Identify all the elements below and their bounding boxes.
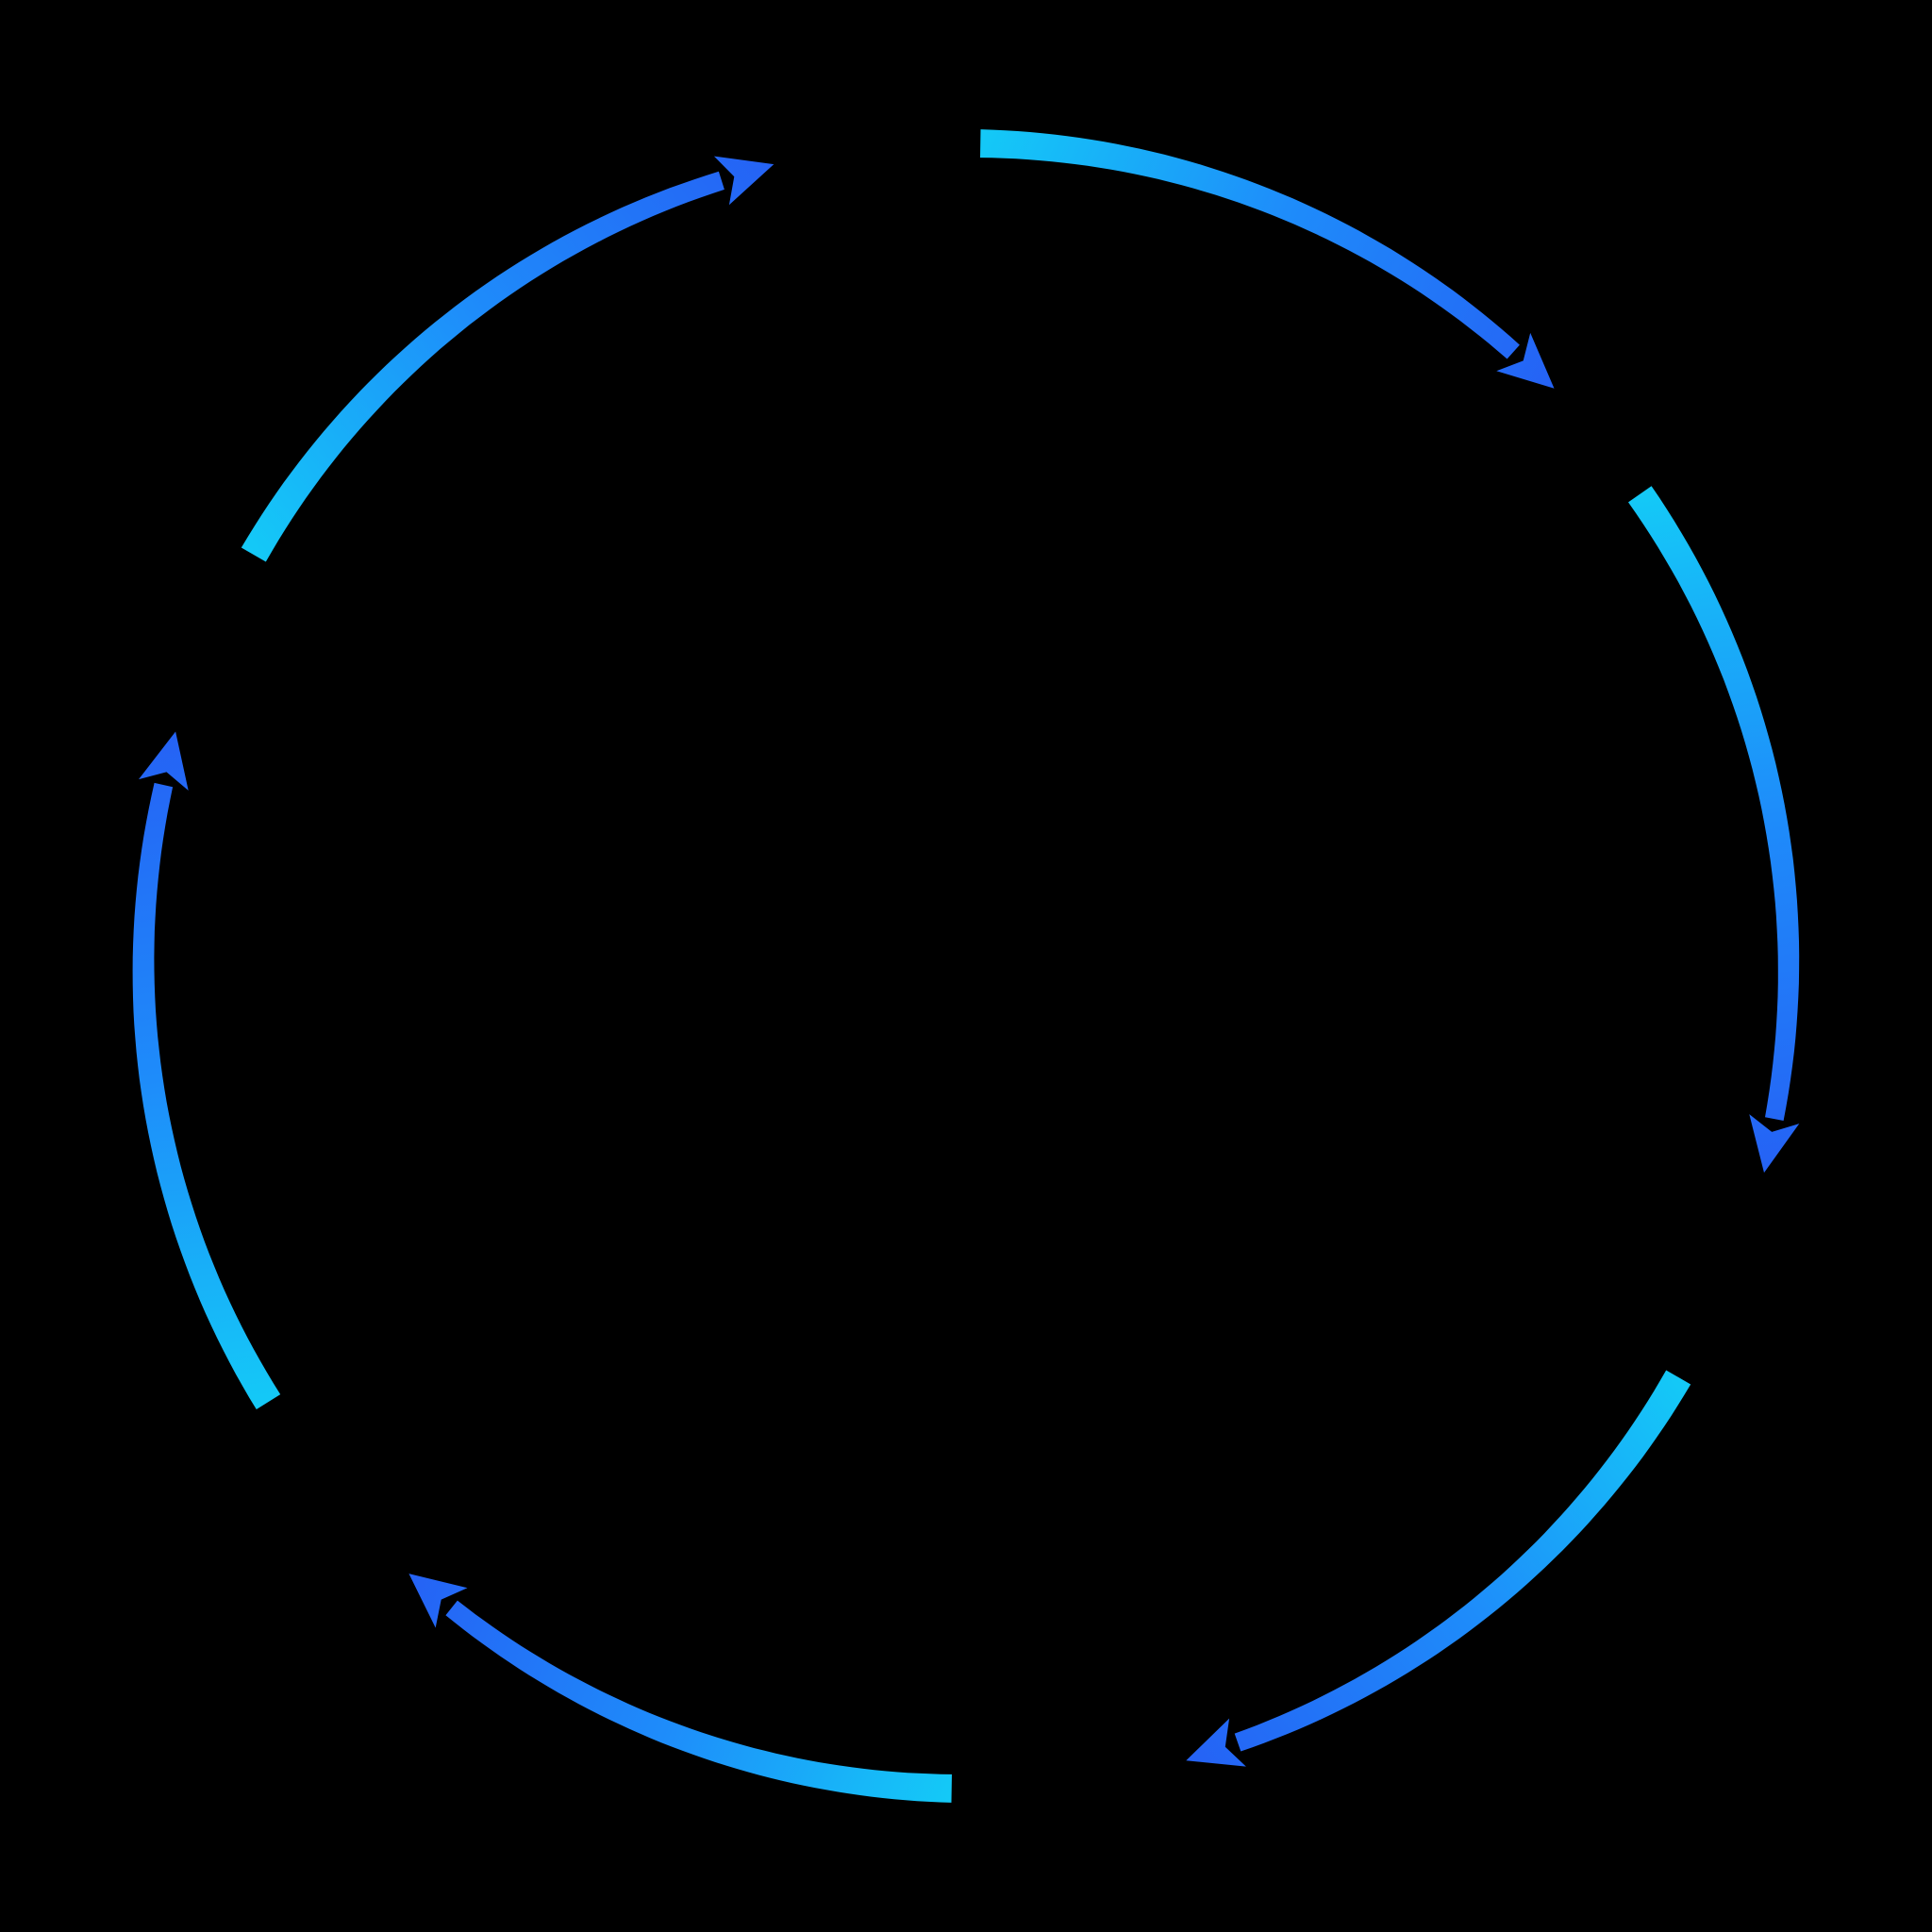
cycle-arrow-6 [241,156,774,562]
arrow-head [1186,1718,1246,1767]
cycle-arrow-3 [1186,1370,1691,1767]
arrow-shaft [445,1600,952,1803]
arrow-shaft [241,171,724,562]
cycle-arrow-5 [132,731,281,1409]
cycle-arrow-4 [408,1574,952,1803]
cycle-arrow-1 [980,129,1555,389]
arrow-head [408,1574,468,1628]
arrow-shaft [132,782,281,1409]
cycle-arrow-2 [1628,486,1800,1174]
arrow-shaft [1234,1370,1691,1752]
arrow-head [713,156,774,206]
arrow-head [1496,332,1555,389]
arrow-head [139,731,189,791]
arrow-head [1749,1114,1800,1174]
arrow-shaft [1628,486,1800,1121]
arrow-shaft [980,129,1520,359]
